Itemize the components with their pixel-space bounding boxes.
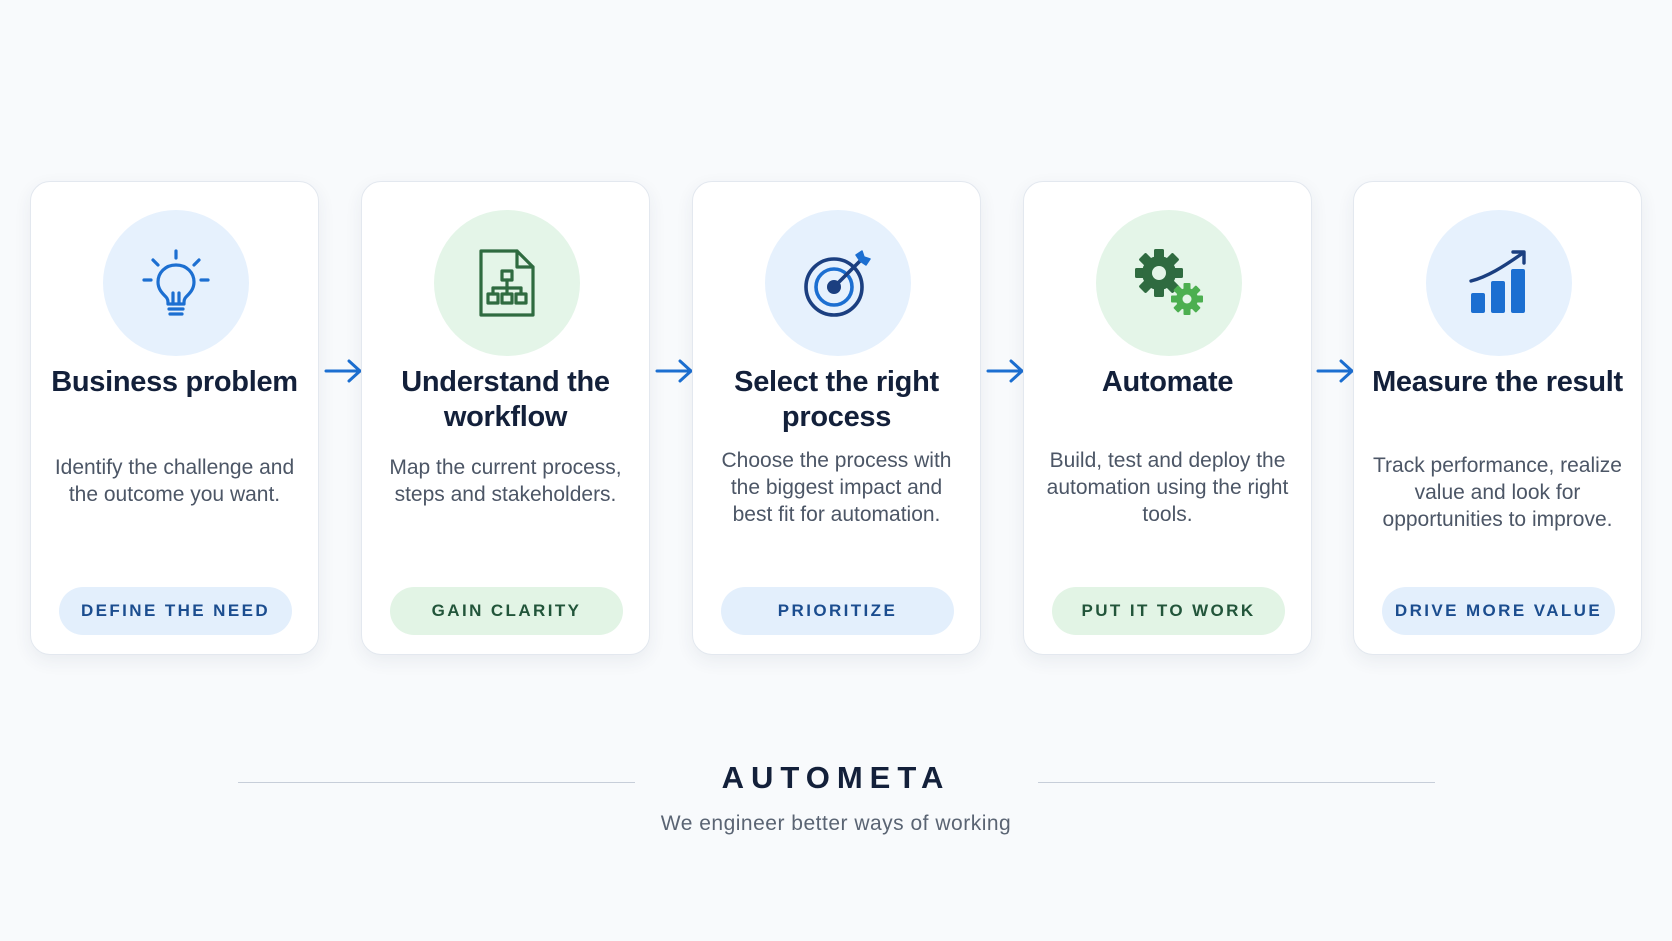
- divider: [238, 782, 635, 783]
- step-description: Map the current process, steps and stake…: [389, 456, 622, 506]
- step-title: Business problem: [51, 366, 298, 398]
- arrow-right-icon: [655, 359, 693, 383]
- gain-clarity-button[interactable]: GAIN CLARITY: [390, 587, 623, 635]
- step-card-business-problem: Business problem Identify the challenge …: [30, 181, 319, 655]
- step-card-automate: Automate Build, test and deploy the auto…: [1023, 181, 1312, 655]
- step-title: Select the right process: [734, 366, 939, 433]
- footer: AUTOMETA We engineer better ways of work…: [0, 760, 1672, 860]
- define-the-need-button[interactable]: DEFINE THE NEED: [59, 587, 292, 635]
- step-description: Identify the challenge and the outcome y…: [54, 456, 295, 506]
- arrow-right-icon: [1316, 359, 1354, 383]
- step-title: Automate: [1101, 366, 1234, 398]
- arrow-right-icon: [986, 359, 1024, 383]
- gears-icon: [1096, 210, 1242, 356]
- prioritize-button[interactable]: PRIORITIZE: [721, 587, 954, 635]
- process-flow: Business problem Identify the challenge …: [30, 181, 1642, 657]
- step-title: Measure the result: [1372, 366, 1623, 398]
- tagline: We engineer better ways of working: [660, 812, 1012, 835]
- step-card-measure-result: Measure the result Track performance, re…: [1353, 181, 1642, 655]
- lightbulb-icon: [103, 210, 249, 356]
- workflow-document-icon: [434, 210, 580, 356]
- brand-logo-text: AUTOMETA: [721, 760, 951, 795]
- arrow-right-icon: [324, 359, 362, 383]
- step-description: Build, test and deploy the automation us…: [1046, 449, 1289, 526]
- drive-more-value-button[interactable]: DRIVE MORE VALUE: [1382, 587, 1615, 635]
- step-card-understand-workflow: Understand the workflow Map the current …: [361, 181, 650, 655]
- target-icon: [765, 210, 911, 356]
- put-it-to-work-button[interactable]: PUT IT TO WORK: [1052, 587, 1285, 635]
- step-description: Track performance, realize value and loo…: [1373, 454, 1622, 531]
- divider: [1038, 782, 1435, 783]
- step-title: Understand the workflow: [401, 366, 610, 433]
- step-description: Choose the process with the biggest impa…: [721, 449, 952, 526]
- step-card-select-process: Select the right process Choose the proc…: [692, 181, 981, 655]
- growth-chart-icon: [1426, 210, 1572, 356]
